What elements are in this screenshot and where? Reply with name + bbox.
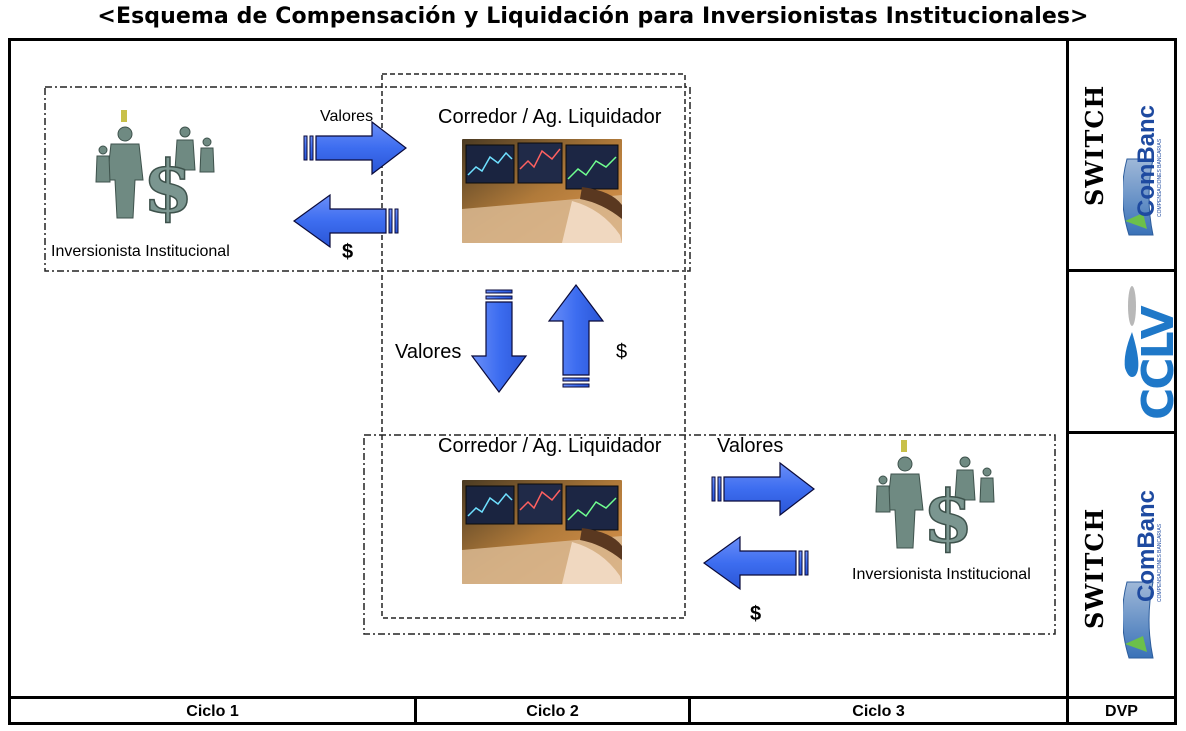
combanc-top-tagline: COMPENSACIONES BANCARIAS	[1157, 138, 1163, 217]
side-panel-separator	[1066, 431, 1177, 434]
svg-text:$: $	[143, 144, 193, 225]
middle-securities-arrow	[470, 289, 528, 393]
diagram-frame	[8, 38, 1177, 725]
footer-separator	[688, 696, 691, 725]
diagram-title: <Esquema de Compensación y Liquidación p…	[97, 4, 1089, 29]
dvp-label: DVP	[1105, 703, 1138, 720]
footer-separator	[414, 696, 417, 725]
broker-1-label: Corredor / Ag. Liquidador	[438, 106, 662, 128]
cclv-wordmark: CCLV	[1133, 307, 1184, 420]
middle-cash-label: $	[616, 341, 628, 363]
broker-2-label: Corredor / Ag. Liquidador	[438, 435, 662, 457]
investor-2-icon: $	[875, 440, 1000, 555]
investor-1-group	[44, 86, 691, 272]
switch-bottom-label: SWITCH	[1080, 507, 1109, 629]
svg-text:$: $	[923, 474, 973, 555]
switch-combanc-bottom-panel: SWITCH ComBanc COMPENSACIONES BANCARIAS	[1069, 434, 1177, 696]
bottom-cash-arrow	[702, 535, 809, 591]
bottom-securities-label: Valores	[717, 435, 784, 457]
investor-2-label: Inversionista Institucional	[852, 566, 1031, 583]
middle-cash-arrow	[547, 284, 605, 388]
side-panel-separator	[1066, 269, 1177, 272]
combanc-bottom-logo-icon	[1123, 581, 1154, 659]
bottom-cash-label: $	[750, 603, 762, 625]
investor-1-label: Inversionista Institucional	[51, 243, 230, 260]
switch-combanc-top-panel: SWITCH ComBanc COMPENSACIONES BANCARIAS	[1069, 41, 1177, 269]
cycle-2-label: Ciclo 2	[526, 703, 579, 720]
combanc-top-logo-icon	[1123, 158, 1154, 236]
top-cash-arrow	[292, 193, 399, 249]
investor-1-icon: $	[95, 110, 220, 225]
switch-top-label: SWITCH	[1080, 84, 1109, 206]
top-cash-label: $	[342, 241, 354, 263]
cclv-panel: CCLV	[1069, 272, 1184, 431]
top-securities-arrow	[303, 120, 407, 176]
cycle-3-label: Ciclo 3	[852, 703, 905, 720]
combanc-bottom-tagline: COMPENSACIONES BANCARIAS	[1157, 523, 1163, 602]
broker-2-trading-screen-image	[462, 480, 622, 584]
investor-2-group	[363, 434, 1056, 635]
cycle-1-label: Ciclo 1	[186, 703, 239, 720]
side-panel-divider	[1066, 38, 1069, 725]
cclv-drop-icon	[1124, 286, 1139, 377]
broker-1-trading-screen-image	[462, 139, 622, 243]
middle-securities-label: Valores	[395, 341, 462, 363]
top-securities-label: Valores	[320, 108, 374, 125]
bottom-securities-arrow	[711, 461, 815, 517]
footer-divider	[8, 696, 1177, 699]
